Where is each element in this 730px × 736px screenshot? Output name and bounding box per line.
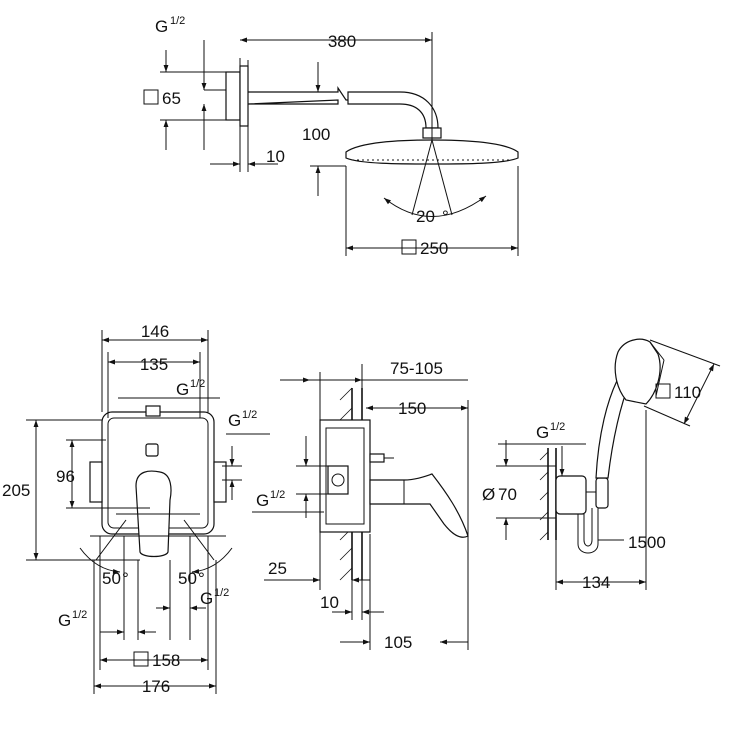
- wall-flange: [225, 71, 241, 121]
- diameter-symbol: Ø: [482, 485, 495, 504]
- thread-bottom-right-label: G: [200, 589, 213, 608]
- angle-right-unit: °: [198, 569, 205, 588]
- total-width-label: 176: [142, 677, 170, 696]
- offset-left-label: 25: [268, 559, 287, 578]
- width-inner-label: 135: [140, 355, 168, 374]
- mixer-front-view: 146 135 G 1/2 G 1/2 205 96 50 ° 50: [2, 322, 270, 696]
- offset-small-label: 10: [320, 593, 339, 612]
- flange-size-label: 65: [162, 89, 181, 108]
- thread-top-label: G: [176, 380, 189, 399]
- shower-hose: [577, 508, 599, 554]
- arm-length-label: 380: [328, 32, 356, 51]
- outlet-diameter-label: 70: [498, 485, 517, 504]
- valve-cartridge: [327, 465, 349, 495]
- hose-length-label: 1500: [628, 533, 666, 552]
- side-lever: [369, 473, 469, 538]
- thread-bottom-right-fraction: 1/2: [214, 587, 229, 599]
- head-size-label: 110: [674, 383, 701, 402]
- thread-right-fraction: 1/2: [242, 409, 257, 421]
- wall-offset-label: 10: [266, 147, 285, 166]
- thread-label: G: [536, 423, 549, 442]
- right-port: [213, 461, 227, 503]
- square-symbol: [655, 383, 671, 399]
- square-symbol: [401, 239, 417, 255]
- thread-fraction: 1/2: [550, 421, 565, 433]
- spray-angle-label: 20: [416, 207, 435, 226]
- projection-label: 134: [582, 573, 610, 592]
- square-symbol: [143, 89, 159, 105]
- square-symbol: [133, 651, 149, 667]
- hand-shower-view: 110 G 1/2 Ø 70 1500 134: [482, 338, 721, 592]
- plate-size-label: 158: [152, 651, 180, 670]
- wall-depth-range-label: 75-105: [390, 359, 443, 378]
- thread-label: G: [155, 17, 168, 36]
- projection-label: 105: [384, 633, 412, 652]
- angle-left-label: 50: [102, 569, 121, 588]
- wall-plate: [239, 65, 249, 127]
- thread-bottom-left-fraction: 1/2: [72, 609, 87, 621]
- thread-bottom-left-label: G: [58, 611, 71, 630]
- hand-shower-head: [614, 338, 661, 405]
- wall-outlet: [555, 475, 587, 515]
- thread-right-label: G: [228, 411, 241, 430]
- height-label: 205: [2, 481, 30, 500]
- head-size-label: 250: [420, 239, 448, 258]
- spray-angle-unit: °: [442, 207, 449, 226]
- depth-label: 150: [398, 399, 426, 418]
- width-outer-label: 146: [141, 322, 169, 341]
- lever-height-label: 96: [56, 467, 75, 486]
- shower-holder: [595, 477, 609, 509]
- top-port: [145, 405, 161, 417]
- shower-head: [345, 139, 519, 165]
- thread-fraction: 1/2: [270, 489, 285, 501]
- drop-height-label: 100: [302, 125, 330, 144]
- thread-fraction: 1/2: [170, 15, 185, 27]
- shower-head-view: 380 G 1/2 65 100 10 20 ° 250: [143, 15, 519, 258]
- mixer-side-view: 75-105 150 G 1/2 25 10 105: [252, 359, 469, 652]
- shower-arm: [247, 86, 439, 129]
- angle-left-unit: °: [122, 569, 129, 588]
- thread-top-fraction: 1/2: [190, 378, 205, 390]
- left-port: [89, 461, 103, 503]
- angle-right-label: 50: [178, 569, 197, 588]
- thread-label: G: [256, 491, 269, 510]
